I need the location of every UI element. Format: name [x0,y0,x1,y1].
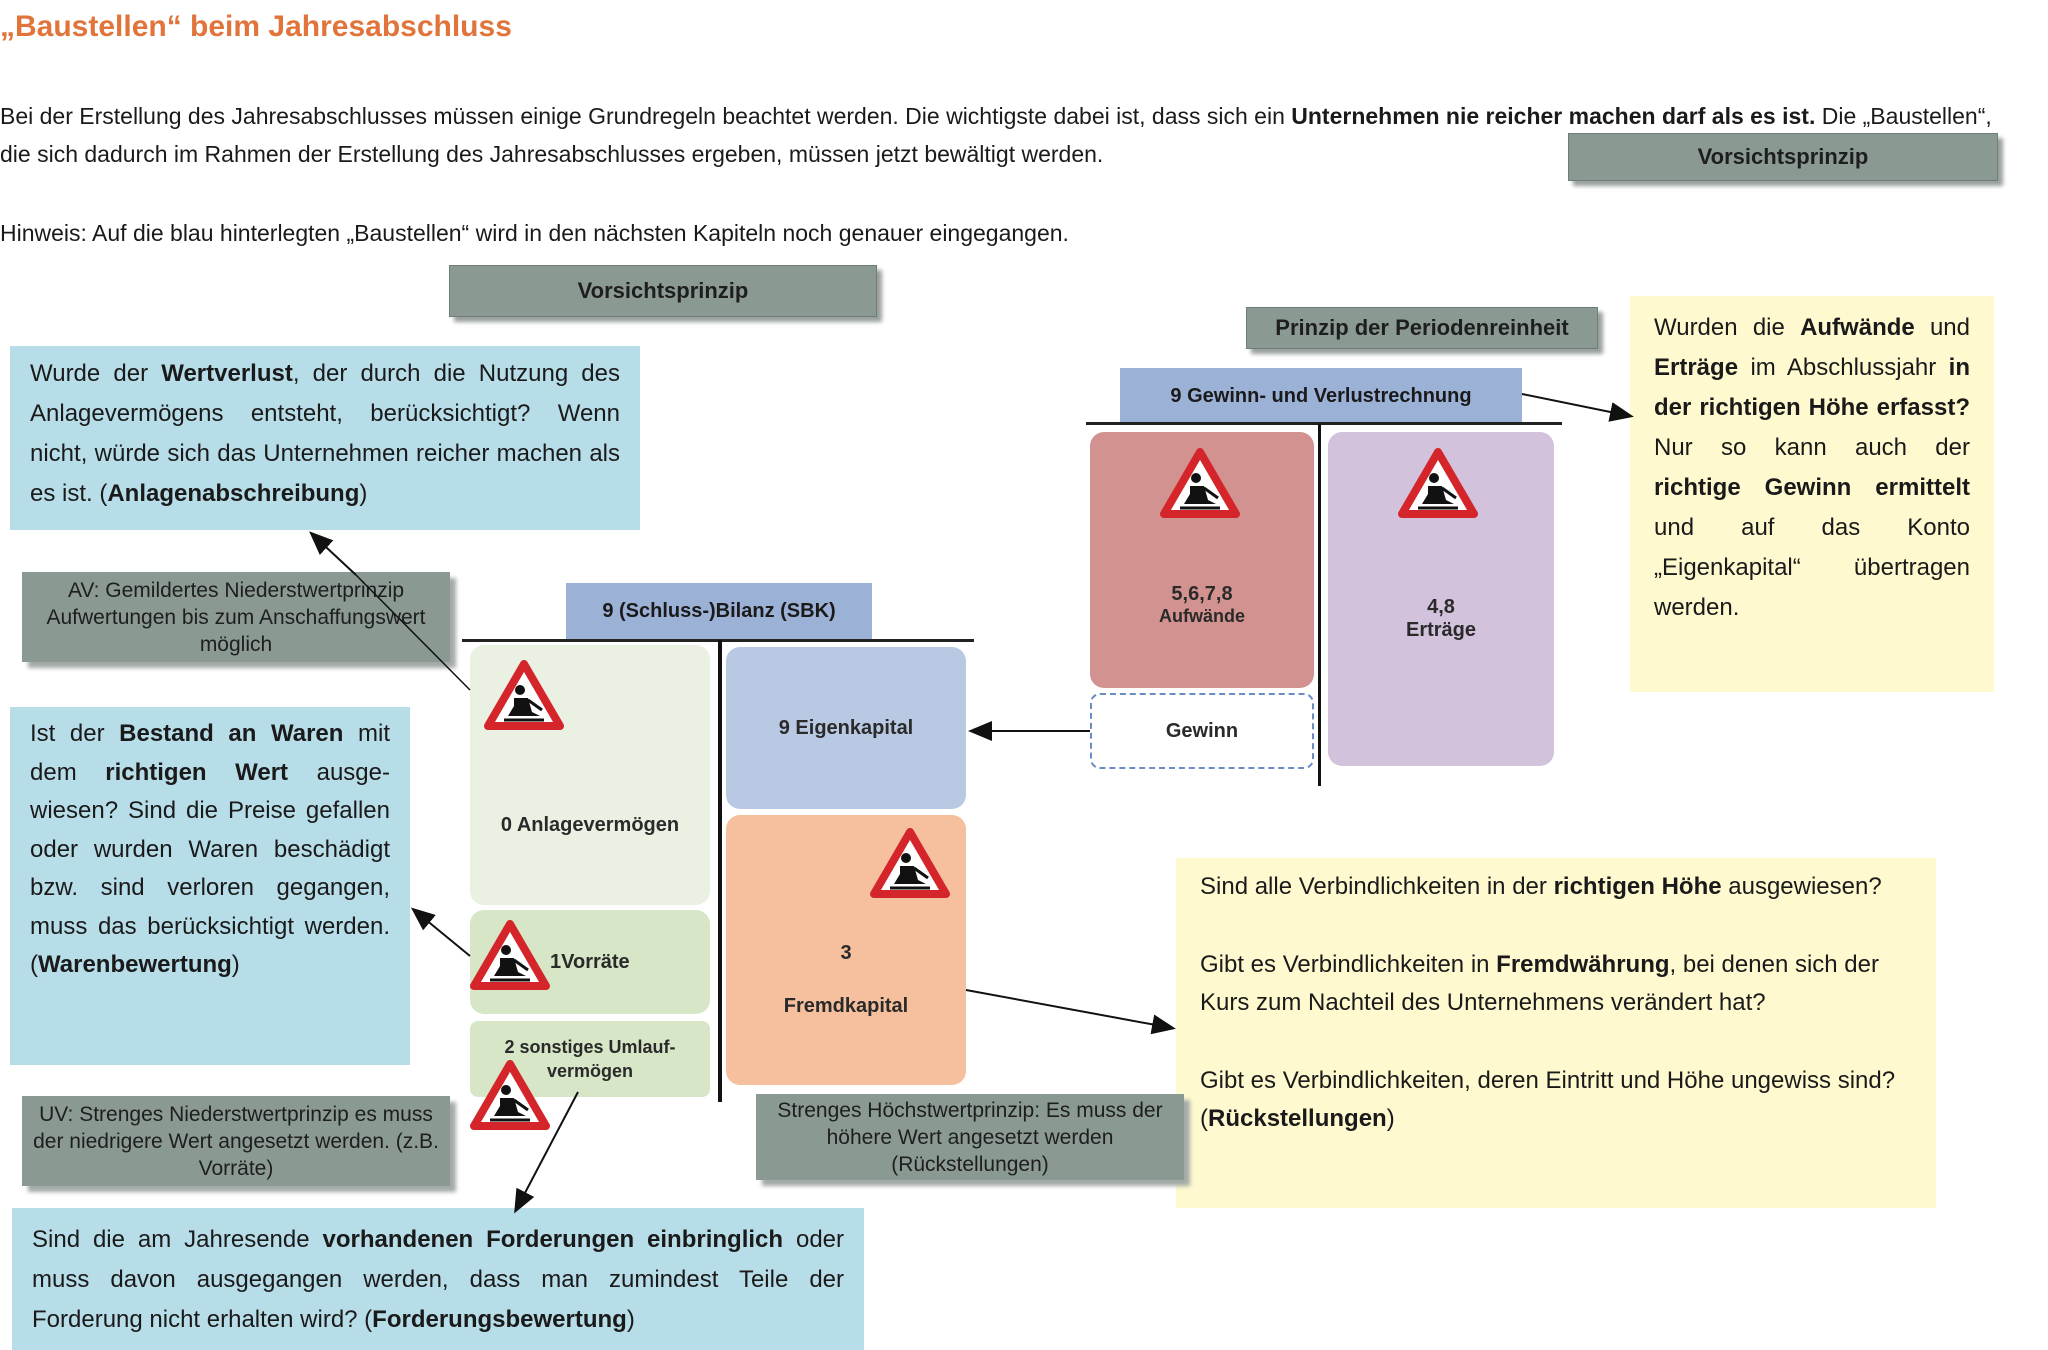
question-verbindlichkeiten: Sind alle Verbindlichkeiten in der richt… [1176,858,1936,1208]
card-fremdkapital: 3 Fremdkapital [726,815,966,1085]
hint-text: Hinweis: Auf die blau hinterlegten „Baus… [0,220,1069,246]
arrow-to-waren [410,907,471,957]
note-hoechstwertprinzip: Strenges Höchstwertprinzip: Es muss der … [756,1094,1184,1180]
connector-av-note [355,574,471,691]
arrow-to-periodenreinheit [1521,393,1634,422]
bilanz-header: 9 (Schluss-)Bilanz (SBK) [566,583,872,639]
label-vorsichtsprinzip: Vorsichtsprinzip [449,265,877,317]
guv-vertical-line [1318,424,1321,786]
question-anlagenabschreibung: Wurde der Wertverlust, der durch die Nut… [10,346,640,530]
label-periodenreinheit: Prinzip der Periodenreinheit [1246,307,1598,349]
arrow-to-verbindlichkeiten [965,989,1176,1035]
note-uv-niederstwert: UV: Strenges Niederstwertprinzip es muss… [22,1096,450,1186]
question-warenbewertung: Ist der Bestand an Waren mit dem richtig… [10,707,410,1065]
note-av-niederstwert: AV: Gemildertes Niederstwertprinzip Aufw… [22,572,450,662]
page-title: „Baustellen“ beim Jahresabschluss [0,10,512,43]
label-vorsichtsprinzip-top: Vorsichtsprinzip [1568,133,1998,181]
intro-paragraph: Bei der Erstellung des Jahresabschlusses… [0,103,1992,167]
question-forderungsbewertung: Sind die am Jahresende vorhandenen Forde… [12,1208,864,1350]
question-periodenreinheit: Wurden die Aufwände und Erträge im Absch… [1630,296,1994,692]
arrow-to-forderungen [514,1091,579,1214]
guv-horizontal-line [1086,422,1562,425]
guv-header: 9 Gewinn- und Verlustrechnung [1120,368,1522,424]
bilanz-vertical-line [718,640,722,1102]
card-eigenkapital: 9 Eigenkapital [726,647,966,809]
card-gewinn: Gewinn [1090,693,1314,769]
arrow-to-wertverlust [309,531,357,576]
